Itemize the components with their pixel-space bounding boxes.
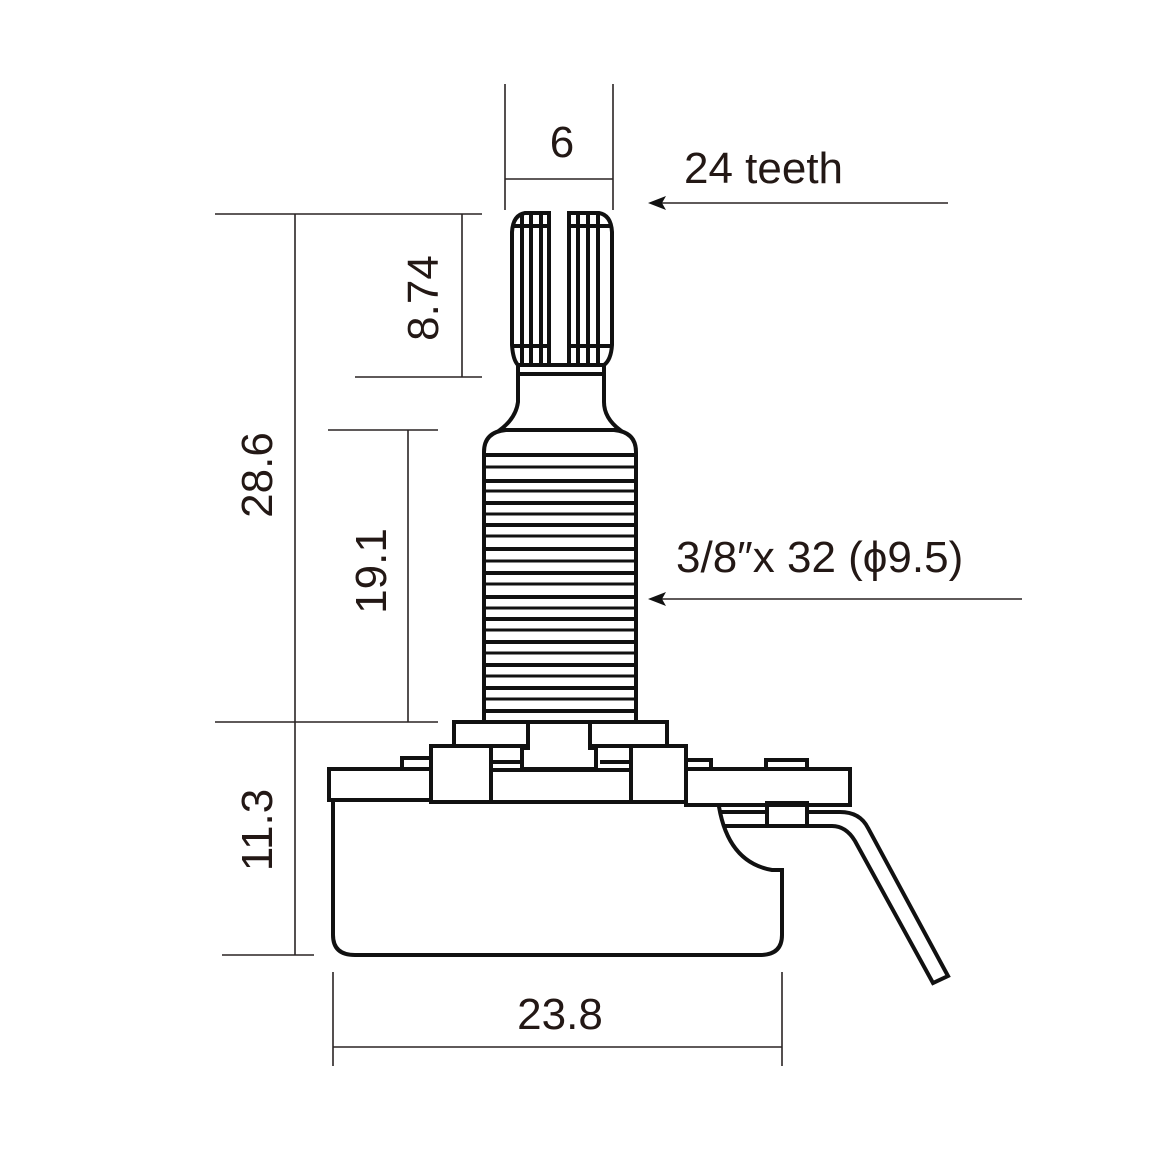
callout-label-thread: 3/8″x 32 (ϕ9.5) (676, 533, 963, 582)
dim-label-bushing-length: 19.1 (347, 528, 396, 614)
dim-label-overall-height: 28.6 (233, 432, 282, 518)
dimension-lines (215, 84, 783, 1066)
shaft-neck (494, 370, 626, 432)
arrowhead-icon (648, 196, 666, 210)
dim-label-shaft-diameter: 6 (550, 118, 574, 167)
threaded-bushing (482, 428, 638, 724)
callout-arrow-thread (648, 592, 1022, 606)
thread-lines (484, 453, 636, 713)
arrowhead-icon (648, 592, 666, 606)
dim-label-body-width: 23.8 (517, 990, 603, 1039)
callout-label-teeth: 24 teeth (684, 144, 843, 193)
pot-body (327, 756, 852, 957)
knurled-shaft (510, 211, 614, 376)
dim-label-knurl-length: 8.74 (399, 255, 448, 341)
callout-arrow-teeth (648, 196, 948, 210)
solder-lug (714, 810, 951, 986)
dim-label-body-height: 11.3 (233, 789, 282, 871)
mount-base (429, 709, 688, 804)
